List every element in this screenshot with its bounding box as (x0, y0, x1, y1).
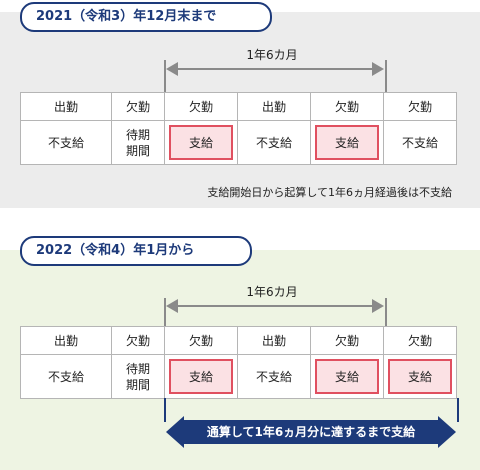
header-cell: 出勤 (237, 326, 311, 355)
header-cell: 欠勤 (383, 92, 457, 121)
header-cell: 欠勤 (111, 326, 165, 355)
total-arrow-right-icon (438, 416, 456, 448)
span-dimension-line (178, 68, 372, 70)
status-cell: 不支給 (237, 354, 311, 399)
waiting-period-cell: 待期 期間 (111, 120, 165, 165)
paid-highlight: 支給 (388, 359, 452, 394)
paid-highlight: 支給 (169, 359, 233, 394)
header-cell: 出勤 (20, 92, 112, 121)
paid-highlight: 支給 (315, 359, 379, 394)
span-tick-right (385, 298, 387, 328)
span-dimension-line (178, 305, 372, 307)
paid-cell: 支給 (383, 354, 457, 399)
section-2022-title: 2022（令和4）年1月から (20, 236, 252, 266)
header-cell: 出勤 (20, 326, 112, 355)
status-cell: 不支給 (383, 120, 457, 165)
cumulative-payment-arrow: 通算して1年6ヵ月分に達するまで支給 (184, 420, 438, 444)
total-arrow-left-icon (166, 416, 184, 448)
section-2021-note: 支給開始日から起算して1年6ヵ月経過後は不支給 (207, 186, 452, 199)
header-cell: 欠勤 (164, 326, 238, 355)
span-arrow-right-icon (372, 299, 384, 313)
paid-cell: 支給 (164, 354, 238, 399)
span-arrow-left-icon (166, 299, 178, 313)
status-cell: 不支給 (20, 120, 112, 165)
header-cell: 欠勤 (310, 92, 384, 121)
span-label-2022: 1年6カ月 (246, 285, 298, 299)
paid-highlight: 支給 (315, 125, 379, 160)
header-cell: 出勤 (237, 92, 311, 121)
header-cell: 欠勤 (310, 326, 384, 355)
header-cell: 欠勤 (164, 92, 238, 121)
attendance-table-2021: 出勤 欠勤 欠勤 出勤 欠勤 欠勤 不支給 待期 期間 支給 不支給 支給 不支… (20, 92, 457, 165)
paid-cell: 支給 (310, 120, 384, 165)
attendance-table-2022: 出勤 欠勤 欠勤 出勤 欠勤 欠勤 不支給 待期 期間 支給 不支給 支給 支給 (20, 326, 457, 399)
span-tick-left (164, 60, 166, 94)
status-cell: 不支給 (20, 354, 112, 399)
span-arrow-left-icon (166, 62, 178, 76)
header-cell: 欠勤 (383, 326, 457, 355)
paid-highlight: 支給 (169, 125, 233, 160)
total-arrow-start-line (164, 398, 166, 422)
status-cell: 不支給 (237, 120, 311, 165)
paid-cell: 支給 (164, 120, 238, 165)
total-arrow-end-line (457, 398, 459, 422)
span-tick-right (385, 60, 387, 94)
span-tick-left (164, 298, 166, 328)
header-cell: 欠勤 (111, 92, 165, 121)
span-arrow-right-icon (372, 62, 384, 76)
paid-cell: 支給 (310, 354, 384, 399)
waiting-period-cell: 待期 期間 (111, 354, 165, 399)
span-label-2021: 1年6カ月 (246, 48, 298, 62)
section-2021-title: 2021（令和3）年12月末まで (20, 2, 272, 32)
